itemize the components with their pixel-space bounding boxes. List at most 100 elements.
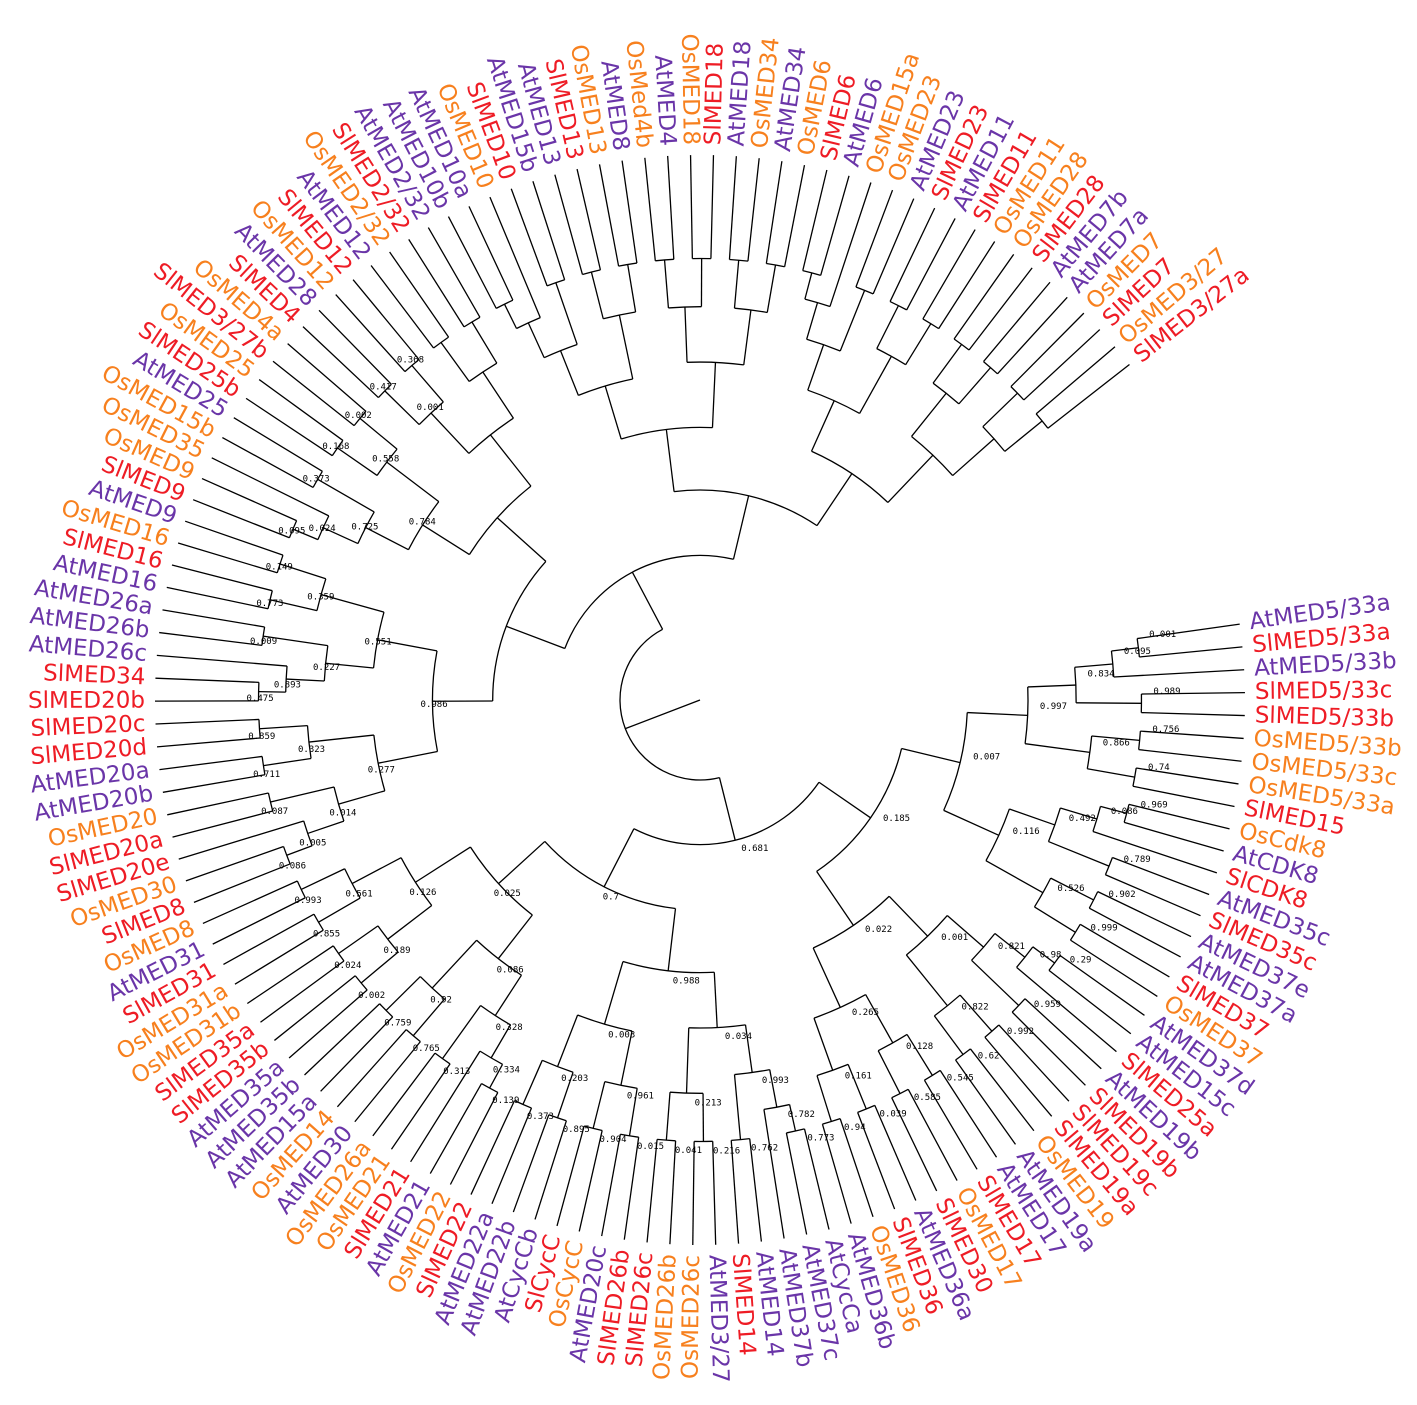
branch: [1079, 923, 1170, 978]
branch: [156, 654, 288, 667]
support-value-labels: 0.0010.0950.9890.8340.7560.740.8660.9970…: [247, 356, 1181, 1157]
support-value: 0.681: [741, 844, 768, 854]
branch-arc: [377, 925, 399, 953]
branch: [876, 305, 899, 349]
branch-arc: [353, 410, 367, 427]
branch: [555, 282, 578, 345]
support-value: 0.834: [1087, 669, 1114, 679]
branch-arc: [261, 626, 266, 646]
branch: [337, 447, 378, 476]
branch: [178, 820, 304, 860]
support-value: 0.313: [443, 1067, 470, 1077]
support-value: 0.904: [599, 1135, 626, 1145]
support-value: 0.855: [313, 929, 340, 939]
branch: [623, 1137, 640, 1240]
branch: [510, 188, 548, 287]
support-value: 0.086: [1111, 807, 1138, 817]
support-value: 0.94: [844, 1123, 866, 1133]
branch: [497, 914, 533, 960]
branch-arc: [905, 915, 948, 956]
branch: [258, 690, 286, 693]
branch: [733, 260, 740, 309]
branch: [967, 711, 1028, 717]
branch-arc: [372, 611, 385, 669]
branch-arc: [379, 1003, 394, 1018]
branch: [803, 1128, 830, 1230]
branch: [818, 781, 871, 819]
branch: [410, 1050, 481, 1163]
branch: [578, 1130, 603, 1232]
leaf-label: AtMED3/27: [703, 1254, 733, 1383]
branch: [159, 755, 263, 771]
branch: [269, 599, 318, 612]
branch: [905, 323, 932, 366]
branch: [984, 1036, 1053, 1117]
branch: [621, 160, 638, 264]
branch: [556, 1014, 579, 1067]
branch: [246, 945, 334, 1005]
branch-arc: [404, 359, 420, 373]
support-value: 0.095: [278, 526, 305, 536]
branch: [663, 259, 670, 308]
support-value: 0.992: [1007, 1027, 1034, 1037]
branch-arc: [932, 382, 960, 405]
branch: [1132, 785, 1235, 808]
branch: [1025, 743, 1090, 754]
branch: [318, 897, 361, 923]
branch: [155, 677, 259, 683]
branch-arc: [1092, 806, 1102, 832]
support-value: 0.041: [675, 1146, 702, 1156]
branch: [955, 1059, 1017, 1145]
support-value: 0.001: [417, 403, 444, 413]
branch: [959, 994, 993, 1032]
support-value: 0.475: [247, 694, 274, 704]
branch: [260, 960, 345, 1023]
branch: [806, 302, 819, 340]
branch: [1027, 684, 1076, 688]
support-value: 0.866: [1103, 739, 1130, 749]
branch-arc: [1011, 998, 1026, 1013]
support-value: 0.024: [309, 524, 336, 534]
branch: [322, 527, 359, 545]
branch: [292, 528, 319, 541]
branch: [447, 216, 497, 309]
branch-arc: [763, 1103, 790, 1111]
branch: [1074, 663, 1113, 668]
branch: [872, 198, 915, 295]
branch: [287, 343, 367, 412]
branch-arc: [495, 299, 514, 309]
branch: [279, 563, 327, 580]
branch: [308, 734, 374, 743]
branch: [482, 371, 514, 419]
support-value: 0.002: [358, 991, 385, 1001]
branch-arc: [633, 781, 820, 846]
branch: [307, 820, 345, 835]
branch-arc: [433, 336, 449, 349]
branch: [718, 777, 736, 841]
branch: [212, 897, 306, 945]
branch-arc: [285, 665, 288, 693]
branch: [785, 1132, 808, 1235]
branch: [304, 1003, 381, 1076]
branch: [665, 429, 675, 492]
support-value: 0.711: [253, 770, 280, 780]
branch: [855, 189, 894, 288]
branch: [646, 1139, 658, 1243]
branch: [933, 1015, 964, 1055]
branch: [490, 1024, 511, 1059]
branch-arc: [431, 650, 439, 752]
branch: [857, 1112, 896, 1210]
branch: [370, 265, 435, 349]
branch: [812, 947, 841, 1008]
branch: [365, 526, 409, 551]
support-value: 0.149: [266, 562, 293, 572]
branch: [1105, 874, 1201, 917]
branch-arc: [516, 317, 541, 330]
branch: [820, 175, 850, 276]
branch: [162, 774, 266, 793]
branch: [1138, 748, 1242, 762]
branch-arc: [542, 1059, 574, 1073]
branch-arc: [603, 311, 636, 320]
branch: [1009, 808, 1056, 826]
support-value: 0.359: [307, 593, 334, 603]
